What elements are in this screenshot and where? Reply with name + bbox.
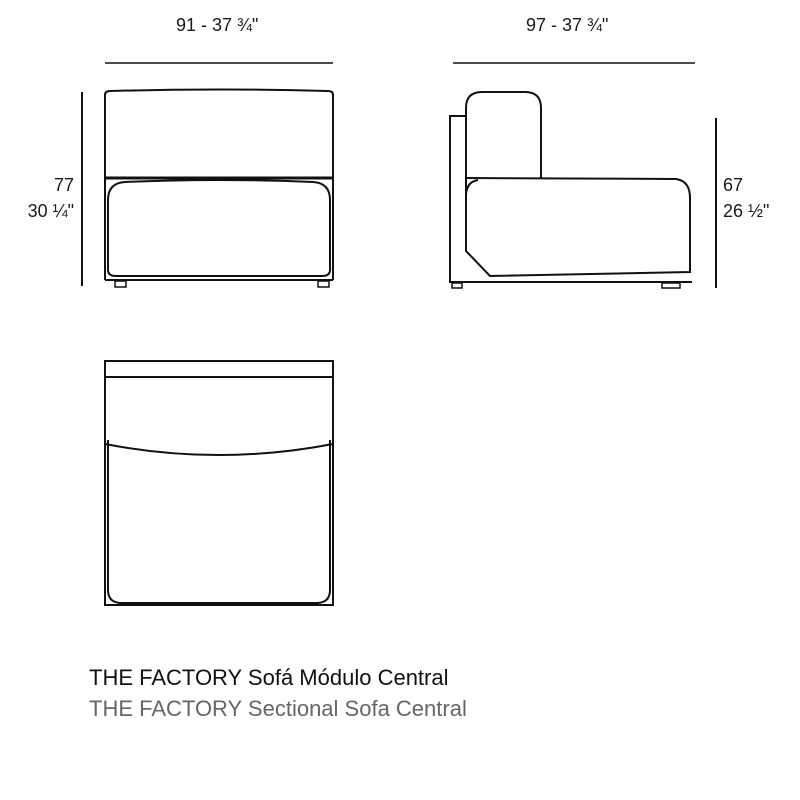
side-height-cm-label: 67 — [723, 175, 744, 195]
side-depth-label: 97 - 37 ¾" — [526, 15, 609, 35]
side-height-in-label: 26 ½" — [723, 201, 770, 221]
front-width-label: 91 - 37 ¾" — [176, 15, 259, 35]
front-foot-right — [317, 280, 330, 288]
product-title-english: THE FACTORY Sectional Sofa Central — [89, 696, 467, 721]
front-seat-cushion — [107, 179, 331, 277]
side-foot-back — [451, 282, 463, 289]
front-backrest — [104, 88, 334, 178]
front-height-cm-label: 77 — [53, 175, 74, 195]
side-back-frame — [449, 115, 692, 283]
product-title-spanish: THE FACTORY Sofá Módulo Central — [89, 665, 449, 690]
top-outline — [104, 360, 334, 606]
front-foot-left — [114, 280, 127, 288]
top-seat-corners — [107, 440, 331, 604]
side-view — [449, 62, 717, 289]
side-back-cushion — [465, 91, 542, 178]
side-seat-cushion — [465, 177, 691, 278]
top-view — [104, 360, 334, 606]
side-foot-front — [661, 282, 681, 289]
top-seat-front-edge — [104, 443, 334, 456]
front-height-in-label: 30 ¼" — [27, 201, 74, 221]
front-view — [81, 62, 334, 288]
